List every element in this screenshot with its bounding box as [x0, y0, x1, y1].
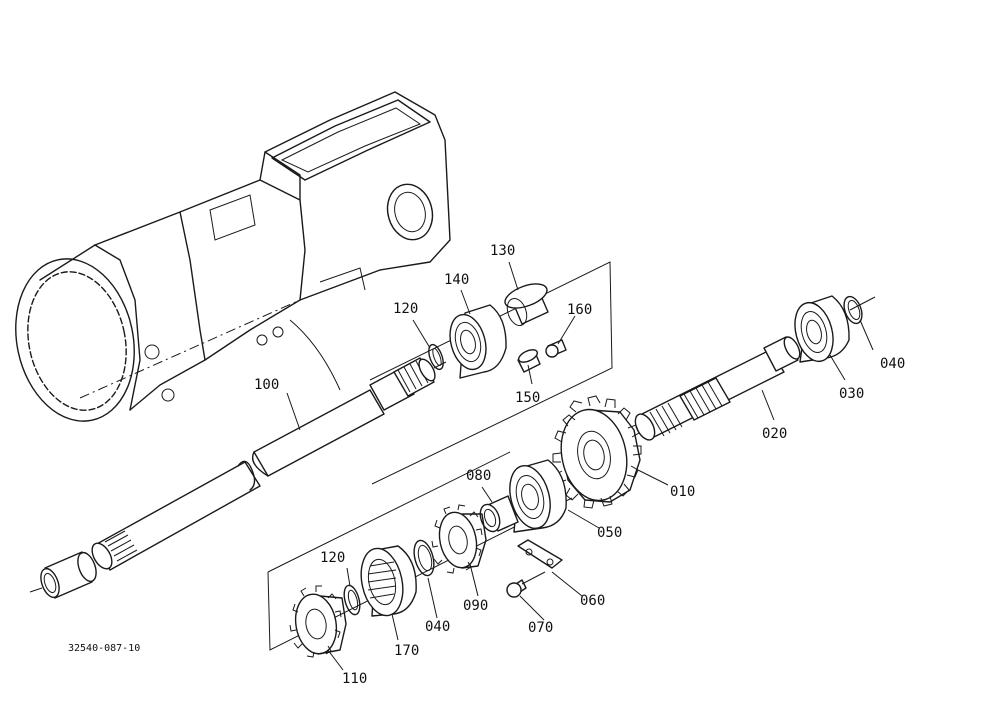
bolt-070	[506, 571, 546, 598]
callout-030: 030	[839, 386, 864, 402]
shifter-170	[360, 545, 417, 617]
plug-160	[545, 339, 567, 358]
leader-housing-to-shaft	[289, 319, 341, 391]
bearing-050	[509, 459, 567, 533]
plate-060	[517, 539, 563, 569]
callout-050: 050	[597, 525, 622, 541]
callout-040-bottom: 040	[425, 619, 450, 635]
callout-labels: 100 120 140 130 160 150 040 030 020 010 …	[68, 243, 905, 687]
gear-090	[431, 504, 487, 574]
circlip-040-right	[843, 295, 863, 325]
callout-130: 130	[490, 243, 515, 259]
transmission-housing	[15, 91, 451, 422]
callout-110: 110	[342, 671, 367, 687]
callout-160: 160	[567, 302, 592, 318]
callout-040-right: 040	[880, 356, 905, 372]
callout-120-top: 120	[393, 301, 418, 317]
callout-140: 140	[444, 272, 469, 288]
collar-080	[479, 495, 519, 533]
callout-070: 070	[528, 620, 553, 636]
collar-130	[504, 283, 549, 327]
circlip-040-bottom	[413, 539, 435, 577]
drawing-code: 32540-087-10	[68, 643, 140, 654]
callout-010: 010	[670, 484, 695, 500]
circlip-120-top	[428, 343, 444, 371]
detent-150	[517, 349, 541, 373]
callout-100: 100	[254, 377, 279, 393]
shaft-020-axis	[849, 296, 876, 311]
leader-lines	[286, 261, 874, 671]
callout-080: 080	[466, 468, 491, 484]
callout-170: 170	[394, 643, 419, 659]
callout-090: 090	[463, 598, 488, 614]
callout-150: 150	[515, 390, 540, 406]
shaft-100	[91, 357, 436, 571]
shaft-centerline	[79, 299, 301, 399]
gear-110	[289, 585, 347, 658]
shaft-020	[634, 336, 801, 441]
callout-120-bottom: 120	[320, 550, 345, 566]
bearing-140	[449, 304, 507, 379]
callout-020: 020	[762, 426, 787, 442]
circlip-120-bottom	[343, 584, 361, 616]
sleeve-left	[29, 551, 97, 599]
bearing-030	[794, 295, 850, 363]
gear-010	[552, 395, 642, 509]
callout-060: 060	[580, 593, 605, 609]
